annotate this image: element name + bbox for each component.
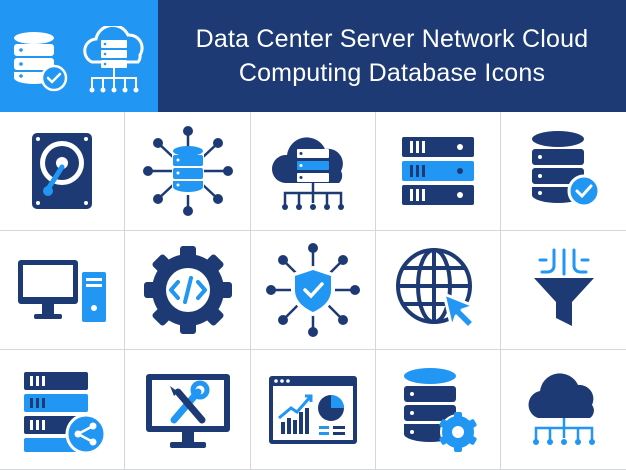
cloud-network-icon [528, 372, 595, 445]
icon-cell [251, 350, 376, 470]
server-share-icon [24, 371, 107, 454]
icon-cell [501, 112, 626, 231]
icon-cell [125, 350, 251, 470]
page-title: Data Center Server Network Cloud Computi… [158, 0, 626, 112]
server-rack-icon [402, 137, 474, 205]
title-line-2: Computing Database Icons [238, 59, 546, 87]
cloud-server-icon [271, 137, 344, 210]
desktop-computer-icon [18, 260, 106, 322]
hard-drive-icon [32, 133, 92, 209]
database-check-icon [531, 131, 600, 208]
monitor-tools-icon [145, 373, 230, 448]
analytics-dashboard-icon [269, 375, 357, 444]
icon-cell [251, 231, 376, 350]
icon-cell [251, 112, 376, 231]
header-database-check-icon [14, 32, 68, 92]
title-line-1: Data Center Server Network Cloud [195, 25, 589, 53]
shield-network-icon [266, 243, 360, 337]
database-network-icon [142, 126, 233, 216]
icon-cell [125, 112, 251, 231]
icon-cell [376, 350, 501, 470]
globe-cursor-icon [396, 248, 476, 330]
icon-cell [501, 231, 626, 350]
icon-cell [0, 231, 125, 350]
icon-cell [376, 231, 501, 350]
database-gear-icon [404, 367, 477, 452]
funnel-filter-icon [533, 248, 594, 326]
icon-cell [125, 231, 251, 350]
icon-cell [0, 350, 125, 470]
icon-grid [0, 112, 626, 470]
header-icon-panel [0, 0, 158, 112]
icon-cell [0, 112, 125, 231]
header-banner: Data Center Server Network Cloud Computi… [0, 0, 626, 112]
icon-cell [376, 112, 501, 231]
header-cloud-server-icon [83, 26, 144, 93]
code-gear-icon [143, 246, 232, 334]
icon-cell [501, 350, 626, 470]
